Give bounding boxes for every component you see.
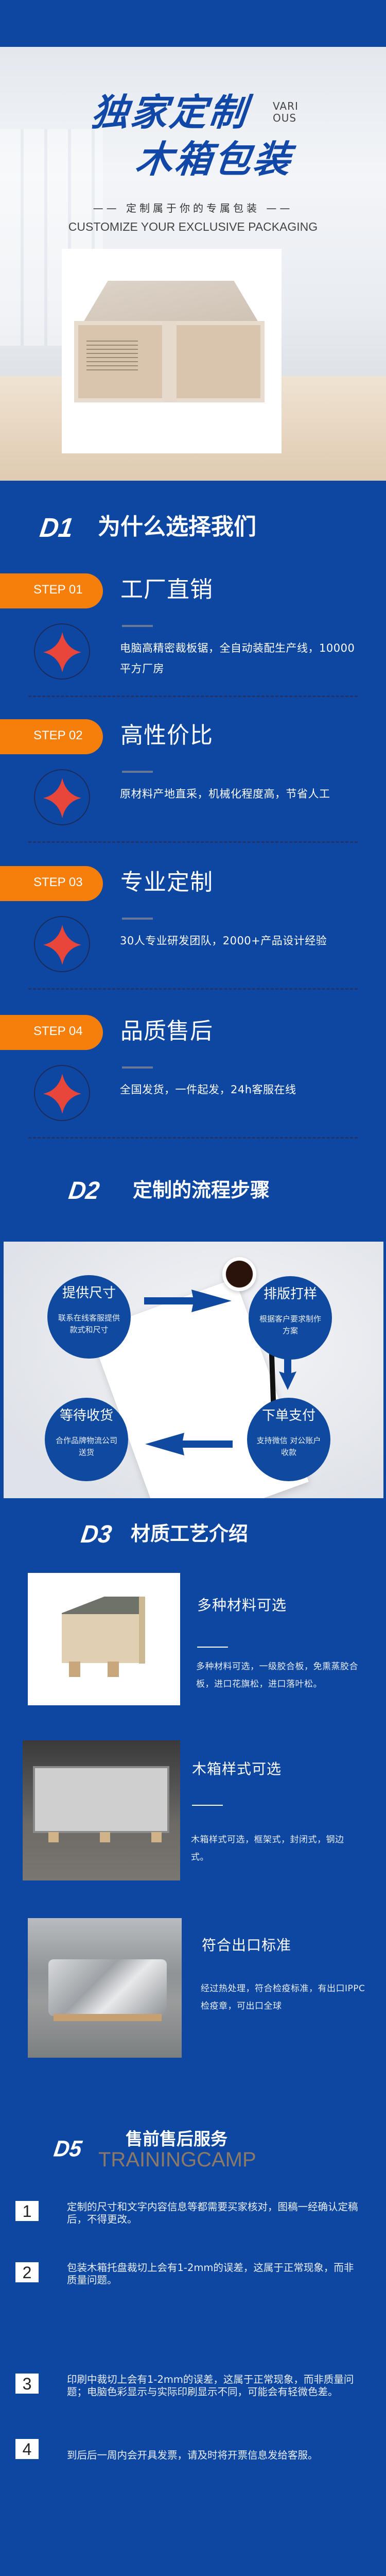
note-text: 到后后一周内会开具发票，请及时将开票信息发给客服。 (67, 2449, 318, 2461)
material-divider (197, 1647, 228, 1648)
note-number: 1 (15, 2201, 39, 2221)
flow-step-desc: 根据客户要求制作方案 (259, 1314, 321, 1335)
step-title: 品质售后 (120, 1018, 213, 1044)
flow-step-desc: 支持微信 对公账户收款 (256, 1436, 321, 1457)
section3-title: 材质工艺介绍 (131, 1522, 249, 1545)
step-title: 工厂直销 (120, 577, 213, 603)
note-text: 印刷中裁切上会有1-2mm的误差，这属于正常现象，而非质量问题；电脑色彩显示与实… (67, 2374, 354, 2398)
material-title: 多种材料可选 (197, 1597, 287, 1614)
step-description: 电脑高精密裁板锯，全自动装配生产线，10000平方厂房 (120, 642, 355, 675)
step-label: STEP 03 (33, 875, 83, 889)
hero-title-line1: 独家定制 (89, 91, 251, 134)
material-title: 符合出口标准 (202, 1937, 292, 1954)
step-icon-circle (34, 623, 90, 680)
step-description: 30人专业研发团队，2000+产品设计经验 (120, 935, 327, 947)
flow-step-title: 提供尺寸 (62, 1285, 116, 1301)
section5-number: D5 (52, 2136, 84, 2162)
material-description: 木箱样式可选，框架式，封闭式，钢边式。 (191, 1835, 344, 1862)
framed-crate-image (23, 1740, 180, 1880)
dashed-divider (28, 1137, 358, 1139)
arrow-left-icon (145, 1433, 233, 1455)
step-badge: STEP 04 (0, 1015, 103, 1050)
step-divider (122, 918, 153, 920)
flow-step-title: 排版打样 (263, 1286, 317, 1302)
flow-step: 排版打样 根据客户要求制作方案 (249, 1276, 332, 1360)
section3-number: D3 (79, 1519, 114, 1548)
note-number: 4 (15, 2439, 39, 2459)
coffee-cup (222, 1257, 256, 1291)
material-divider (192, 1805, 223, 1806)
step-icon-circle (34, 1065, 90, 1121)
section1-number: D1 (38, 512, 76, 543)
arrow-right-icon (144, 1290, 232, 1312)
hero-subtitle-en: CUSTOMIZE YOUR EXCLUSIVE PACKAGING (68, 220, 318, 233)
step-divider (122, 771, 153, 773)
flow-step: 提供尺寸 联系在线客服提供款式和尺寸 (47, 1275, 131, 1359)
step-badge: STEP 01 (0, 573, 103, 608)
hero-title-line2: 木箱包装 (133, 138, 295, 181)
hero-subtitle-cn: —— 定制属于你的专属包装 —— (93, 202, 293, 214)
flow-step-title: 等待收货 (59, 1408, 113, 1423)
step-label: STEP 04 (33, 1024, 83, 1038)
step-title: 高性价比 (120, 722, 213, 749)
section5-subtitle: TRAININGCAMP (98, 2148, 256, 2171)
step-description: 原材料产地直采，机械化程度高，节省人工 (120, 788, 330, 800)
material-description: 多种材料可选，一级胶合板，免熏蒸胶合板，进口花旗松，进口落叶松。 (196, 1662, 358, 1689)
step-label: STEP 02 (33, 728, 83, 742)
flow-arrows (144, 1290, 296, 1455)
note-text: 定制的尺寸和文字内容信息等都需要买家核对，图稿一经确认定稿后，不得更改。 (67, 2201, 358, 2225)
flow-step-desc: 联系在线客服提供款式和尺寸 (58, 1313, 120, 1334)
flow-step-title: 下单支付 (261, 1408, 315, 1423)
step-description: 全国发货，一件起发，24h客服在线 (120, 1083, 296, 1096)
section2-title: 定制的流程步骤 (133, 1179, 270, 1201)
step-badge: STEP 03 (0, 866, 103, 901)
note-number: 2 (15, 2262, 39, 2282)
note-number: 3 (15, 2374, 39, 2394)
four-point-star-icon (43, 778, 81, 818)
flow-step: 等待收货 合作品牌物流公司送货 (45, 1398, 128, 1481)
step-divider (122, 625, 153, 627)
material-title: 木箱样式可选 (192, 1760, 282, 1777)
step-title: 专业定制 (120, 869, 213, 895)
hero-side-text-2: OUS (273, 112, 297, 124)
dashed-divider (28, 696, 358, 697)
section5-title: 售前售后服务 (126, 2129, 227, 2149)
four-point-star-icon (43, 1074, 81, 1114)
section2-number: D2 (67, 1176, 101, 1205)
section1-title: 为什么选择我们 (98, 514, 256, 540)
dashed-divider (28, 988, 358, 990)
flow-step-desc: 合作品牌物流公司送货 (55, 1436, 117, 1457)
step-icon-circle (34, 916, 90, 972)
step-divider (122, 1066, 153, 1069)
note-text: 包装木箱托盘裁切上会有1-2mm的误差，这属于正常现象，而非质量问题。 (67, 2262, 354, 2286)
dashed-divider (28, 841, 358, 843)
plywood-crate-image (28, 1573, 180, 1705)
material-description: 经过热处理，符合检疫标准，有出口IPPC检疫章，可出口全球 (201, 1984, 365, 2011)
step-label: STEP 01 (33, 583, 83, 597)
arrow-down-icon (279, 1350, 296, 1390)
export-packing-image (28, 1918, 182, 2058)
four-point-star-icon (43, 925, 81, 965)
wooden-crate-image (62, 249, 282, 453)
four-point-star-icon (43, 632, 81, 672)
step-badge: STEP 02 (0, 719, 103, 754)
step-icon-circle (34, 769, 90, 825)
flow-step: 下单支付 支持微信 对公账户收款 (247, 1398, 330, 1481)
hero-side-text-1: VARI (273, 100, 299, 112)
